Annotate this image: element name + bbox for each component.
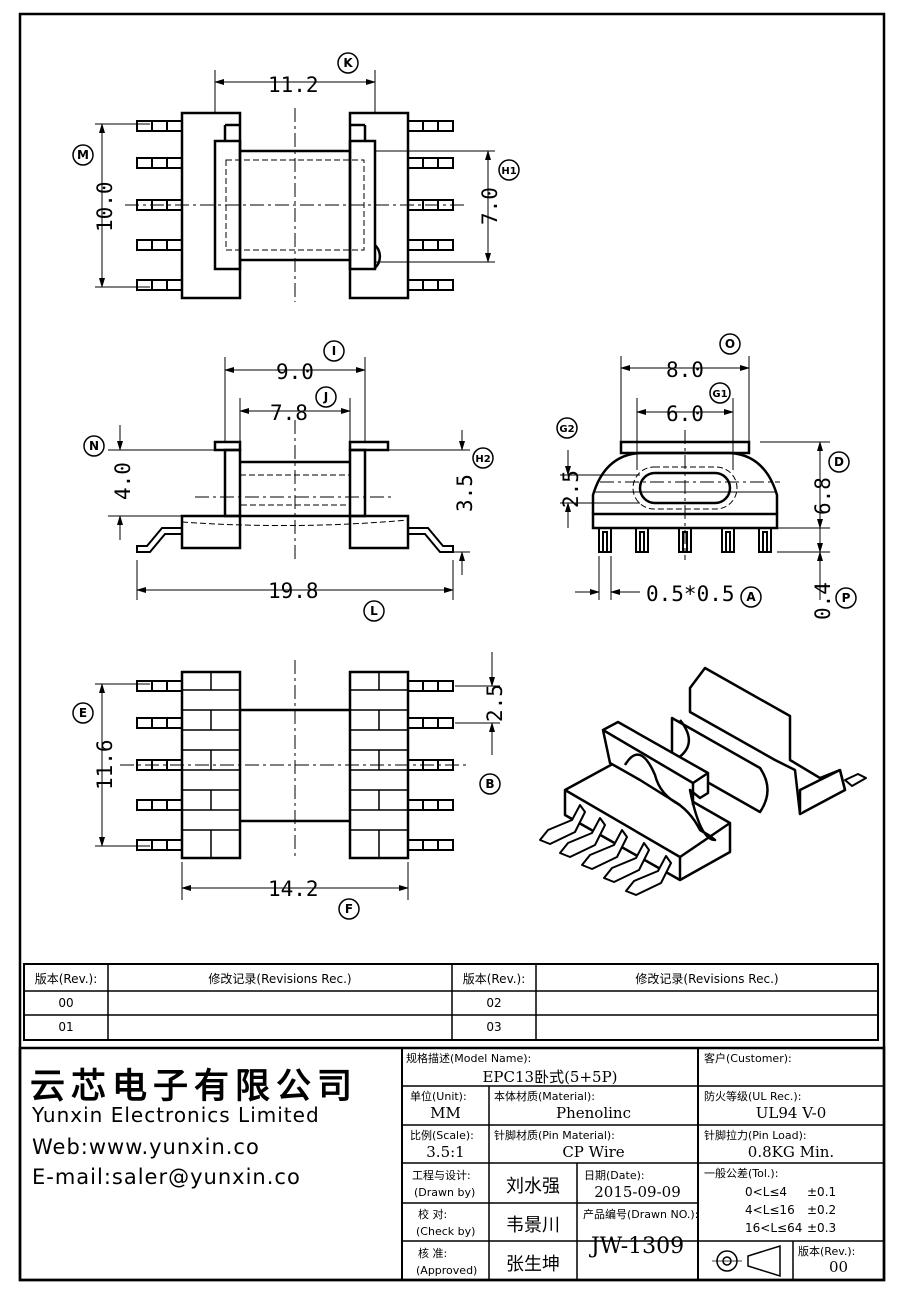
tol-value-1: ±0.1 — [807, 1185, 837, 1199]
model-label: 规格描述(Model Name): — [406, 1052, 532, 1065]
ul-value: UL94 V-0 — [755, 1104, 827, 1122]
bottom-view-dims — [95, 652, 500, 900]
drawn-no-value: JW-1309 — [590, 1234, 685, 1259]
tol-value-2: ±0.2 — [807, 1203, 837, 1217]
model-value: EPC13卧式(5+5P) — [482, 1068, 618, 1086]
dim-side-inner: 7.8 — [270, 401, 308, 425]
date-value: 2015-09-09 — [594, 1183, 681, 1201]
bottom-view — [120, 660, 470, 860]
side-view — [136, 420, 454, 560]
unit-value: MM — [430, 1104, 461, 1122]
bubble-b: B — [485, 777, 494, 791]
dim-top-width: 11.2 — [268, 73, 319, 97]
bubble-d: D — [834, 455, 844, 469]
rev-header-left: 版本(Rev.): — [34, 972, 98, 986]
dim-end-pin-h: 0.4 — [811, 582, 835, 620]
isometric-view — [539, 666, 867, 896]
bubble-i: I — [332, 344, 336, 358]
dim-top-inner: 7.0 — [478, 187, 502, 225]
unit-label: 单位(Unit): — [410, 1090, 467, 1103]
check-label-en: (Check by) — [416, 1225, 476, 1238]
bubble-j: J — [323, 390, 328, 404]
pin-load-label: 针脚拉力(Pin Load): — [704, 1129, 807, 1142]
dim-side-flange: 3.5 — [453, 474, 477, 512]
top-right-pins — [407, 120, 454, 291]
tol-label: 一般公差(Tol.): — [704, 1167, 779, 1180]
rev-row-1-left: 00 — [58, 996, 74, 1010]
approved-label-en: (Approved) — [416, 1264, 478, 1277]
version-value: 00 — [828, 1258, 849, 1276]
end-view — [591, 430, 780, 560]
dim-end-slot-h: 2.5 — [559, 470, 583, 508]
dim-side-height: 4.0 — [111, 462, 135, 500]
dim-end-height: 6.8 — [811, 477, 835, 515]
dim-side-outer: 9.0 — [276, 360, 314, 384]
company-name-en: Yunxin Electronics Limited — [32, 1103, 320, 1127]
drawn-label-cn: 工程与设计: — [412, 1169, 471, 1182]
dim-top-height: 10.0 — [93, 181, 117, 232]
pin-load-value: 0.8KG Min. — [747, 1143, 835, 1161]
company-email: E-mail:saler@yunxin.co — [32, 1165, 301, 1189]
rev-row-2-right: 03 — [486, 1020, 502, 1034]
scale-label: 比例(Scale): — [410, 1129, 474, 1142]
material-label: 本体材质(Material): — [494, 1090, 595, 1103]
dim-side-total: 19.8 — [268, 579, 319, 603]
bubble-g1: G1 — [712, 389, 727, 400]
rec-header-right: 修改记录(Revisions Rec.) — [635, 972, 779, 986]
drawn-value: 刘水强 — [506, 1176, 560, 1197]
bubble-n: N — [89, 439, 99, 453]
side-view-dims — [108, 357, 470, 600]
date-label: 日期(Date): — [584, 1169, 645, 1182]
bubble-g2: G2 — [559, 424, 574, 435]
scale-value: 3.5:1 — [426, 1143, 465, 1161]
top-view — [125, 108, 465, 302]
top-view-dims — [95, 70, 495, 288]
bubble-a: A — [746, 590, 756, 604]
projection-symbol-icon — [712, 1244, 781, 1278]
rev-row-1-right: 02 — [486, 996, 502, 1010]
bubble-l: L — [370, 604, 378, 618]
ul-label: 防火等级(UL Rec.): — [704, 1090, 802, 1103]
bubble-e: E — [79, 706, 87, 720]
pin-material-label: 针脚材质(Pin Material): — [494, 1129, 615, 1142]
approved-value: 张生坤 — [506, 1254, 560, 1275]
bubble-o: O — [725, 337, 735, 351]
top-left-pins — [136, 120, 183, 291]
end-view-dims — [560, 356, 830, 600]
tol-range-1: 0<L≤4 — [745, 1185, 788, 1199]
dim-bottom-pitch: 2.5 — [483, 684, 507, 722]
tol-range-2: 4<L≤16 — [745, 1203, 795, 1217]
dim-end-pin: 0.5*0.5 — [646, 582, 735, 606]
bubble-p: P — [842, 591, 851, 605]
title-block — [18, 1046, 886, 1282]
bubble-k: K — [343, 56, 353, 70]
tol-range-3: 16<L≤64 — [745, 1221, 803, 1235]
bubble-h2: H2 — [475, 454, 490, 465]
approved-label-cn: 核 准: — [418, 1247, 448, 1260]
material-value: Phenolinc — [556, 1104, 631, 1122]
label-bubbles — [72, 52, 857, 920]
dim-end-outer: 8.0 — [666, 358, 704, 382]
rev-row-2-left: 01 — [58, 1020, 74, 1034]
rev-header-right: 版本(Rev.): — [462, 972, 526, 986]
revision-table — [23, 963, 879, 1041]
dim-end-slot: 6.0 — [666, 402, 704, 426]
customer-label: 客户(Customer): — [704, 1052, 792, 1065]
dim-bottom-height: 11.6 — [93, 739, 117, 790]
bubble-f: F — [345, 902, 353, 916]
version-label: 版本(Rev.): — [798, 1245, 856, 1258]
company-name-cn: 云芯电子有限公司 — [30, 1067, 359, 1107]
drawn-no-label: 产品编号(Drawn NO.): — [583, 1208, 699, 1221]
rec-header-left: 修改记录(Revisions Rec.) — [208, 972, 352, 986]
bubble-m: M — [77, 148, 89, 162]
company-web: Web:www.yunxin.co — [32, 1135, 260, 1159]
bubble-h1: H1 — [501, 166, 516, 177]
tol-value-3: ±0.3 — [807, 1221, 837, 1235]
drawn-label-en: (Drawn by) — [414, 1186, 476, 1199]
check-label-cn: 校 对: — [418, 1208, 448, 1221]
check-value: 韦景川 — [506, 1215, 560, 1236]
dim-bottom-width: 14.2 — [268, 877, 319, 901]
pin-material-value: CP Wire — [562, 1143, 625, 1161]
